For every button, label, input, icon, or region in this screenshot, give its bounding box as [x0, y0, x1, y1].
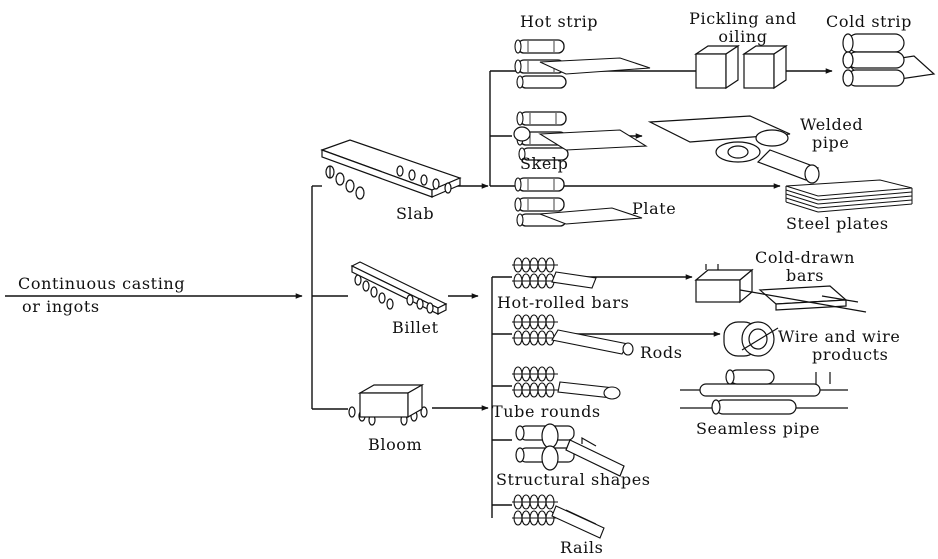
cold-drawn-label-line1: Cold-drawn [755, 249, 855, 267]
tube-round-rolling-icon [512, 367, 620, 399]
rail-rolling-stand-icon [512, 495, 604, 538]
bar-rolling-stand-icon [512, 258, 596, 288]
rod-rolling-stand-icon [512, 315, 633, 355]
hot-strip-mill-icon [515, 40, 650, 88]
billet-label: Billet [392, 319, 439, 337]
slab-on-rollers-icon [322, 140, 460, 199]
steel-plate-stack-icon [786, 180, 912, 212]
seamless-pipe-piercer-icon [680, 370, 848, 414]
skelp-mill-icon [514, 112, 646, 160]
skelp-label: Skelp [520, 155, 568, 173]
rails-label: Rails [560, 539, 603, 557]
pickling-label-line2: oiling [680, 28, 806, 46]
structural-shape-rolls-icon [516, 424, 624, 476]
bloom-on-rollers-icon [349, 385, 427, 425]
billet-on-rollers-icon [352, 262, 446, 314]
plate-label: Plate [632, 200, 676, 218]
hot-rolled-bars-label: Hot-rolled bars [497, 294, 629, 312]
wire-label-line1: Wire and wire [778, 328, 900, 346]
pickling-tanks-icon [696, 46, 786, 88]
welded-pipe-label-line2: pipe [812, 134, 849, 152]
pickling-label-line1: Pickling and [680, 10, 806, 28]
seamless-pipe-label: Seamless pipe [696, 420, 820, 438]
plate-mill-icon [515, 178, 642, 226]
bloom-label: Bloom [368, 436, 422, 454]
source-label-line1: Continuous casting [18, 275, 185, 293]
cold-drawing-die-icon [696, 264, 866, 312]
cold-strip-label: Cold strip [826, 13, 912, 31]
hot-strip-label: Hot strip [520, 13, 598, 31]
wire-coil-icon [724, 322, 778, 356]
wire-label-line2: products [812, 346, 888, 364]
welded-pipe-label-line1: Welded [800, 116, 863, 134]
slab-label: Slab [396, 205, 434, 223]
cold-drawn-label-line2: bars [786, 267, 824, 285]
welded-pipe-forming-icon [650, 116, 819, 183]
tube-rounds-label: Tube rounds [492, 403, 601, 421]
steel-plates-label: Steel plates [786, 215, 889, 233]
cold-strip-coil-icon [843, 34, 934, 86]
rods-label: Rods [640, 344, 683, 362]
structural-shapes-label: Structural shapes [496, 471, 651, 489]
source-label-line2: or ingots [22, 298, 100, 316]
